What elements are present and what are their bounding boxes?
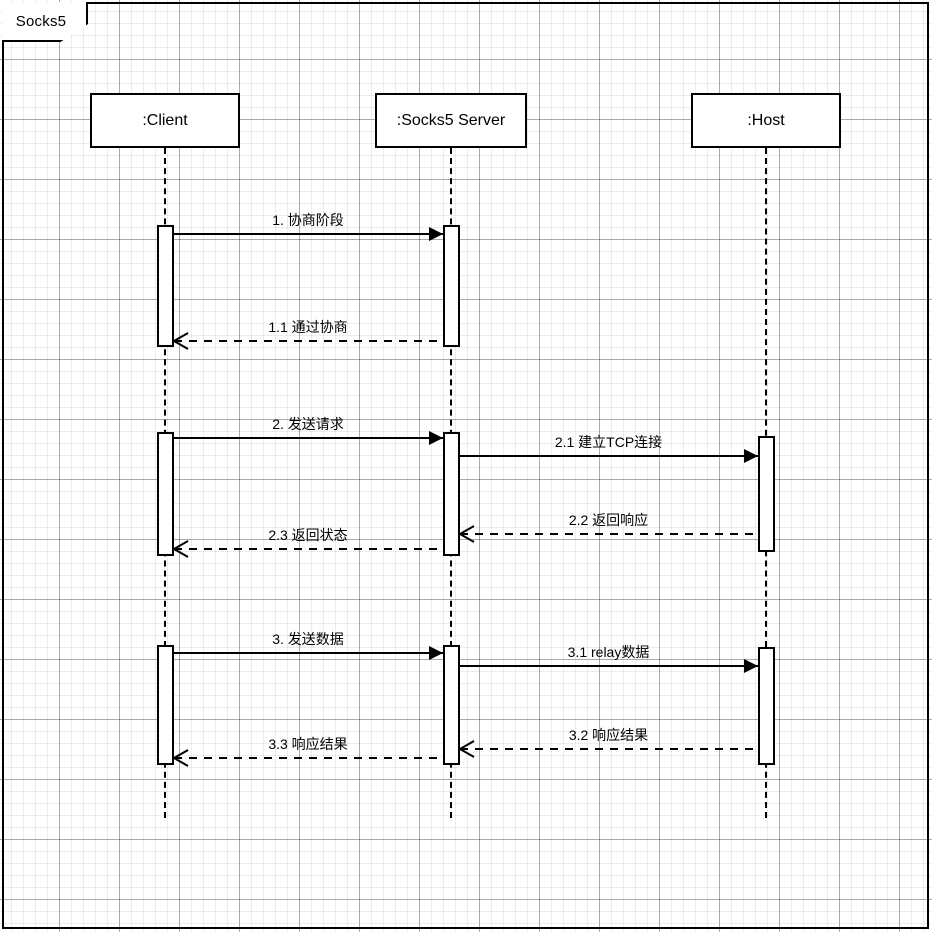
activation-bar-server[interactable] [442,225,460,347]
participant-head-client[interactable]: :Client [90,93,240,148]
activation-bar-host[interactable] [757,647,775,765]
arrowhead-open [457,740,474,758]
message-line [459,533,758,535]
arrowhead-filled [743,658,758,674]
activation-bar-server[interactable] [442,432,460,556]
arrowhead-filled [428,430,443,446]
message-label: 1.1 通过协商 [268,319,348,336]
message-line [459,665,758,667]
message-m2_2[interactable]: 2.2 返回响应 [457,512,758,543]
activation-bar-client[interactable] [156,432,174,556]
message-label: 1. 协商阶段 [272,212,344,229]
arrowhead-open [457,525,474,543]
message-label: 3. 发送数据 [272,631,344,648]
arrowhead-filled [428,645,443,661]
message-line [173,233,443,235]
arrowhead-open [171,749,188,767]
message-line [173,548,443,550]
message-label: 3.1 relay数据 [567,644,650,661]
message-m3_3[interactable]: 3.3 响应结果 [171,736,443,767]
message-m2[interactable]: 2. 发送请求 [173,416,443,445]
message-label: 3.2 响应结果 [568,727,649,744]
activation-bar-client[interactable] [156,645,174,765]
message-line [173,437,443,439]
message-label: 2.3 返回状态 [268,527,348,544]
message-line [173,652,443,654]
message-line [459,748,758,750]
participant-label: :Client [142,111,188,129]
arrowhead-open [171,332,188,350]
arrowhead-filled [743,448,758,464]
frame-title-label: Socks5 [15,12,67,30]
message-m2_3[interactable]: 2.3 返回状态 [171,527,443,558]
arrowhead-open [171,540,188,558]
participant-head-host[interactable]: :Host [691,93,841,148]
message-m3[interactable]: 3. 发送数据 [173,631,443,660]
activation-bar-server[interactable] [442,645,460,765]
participant-head-server[interactable]: :Socks5 Server [375,93,527,148]
message-m1[interactable]: 1. 协商阶段 [173,212,443,241]
message-m1_1[interactable]: 1.1 通过协商 [171,319,443,350]
arrowhead-filled [428,226,443,242]
participant-label: :Socks5 Server [396,111,506,129]
message-label: 2.2 返回响应 [568,512,649,529]
activation-bar-client[interactable] [156,225,174,347]
activation-bar-host[interactable] [757,436,775,552]
message-m3_2[interactable]: 3.2 响应结果 [457,727,758,758]
message-label: 3.3 响应结果 [268,736,348,753]
message-line [459,455,758,457]
message-label: 2.1 建立TCP连接 [554,434,663,451]
message-line [173,757,443,759]
message-m2_1[interactable]: 2.1 建立TCP连接 [459,434,758,463]
message-label: 2. 发送请求 [272,416,344,433]
frame-title-tab: Socks5 [2,2,88,42]
message-m3_1[interactable]: 3.1 relay数据 [459,644,758,673]
message-line [173,340,443,342]
participant-label: :Host [747,111,785,129]
